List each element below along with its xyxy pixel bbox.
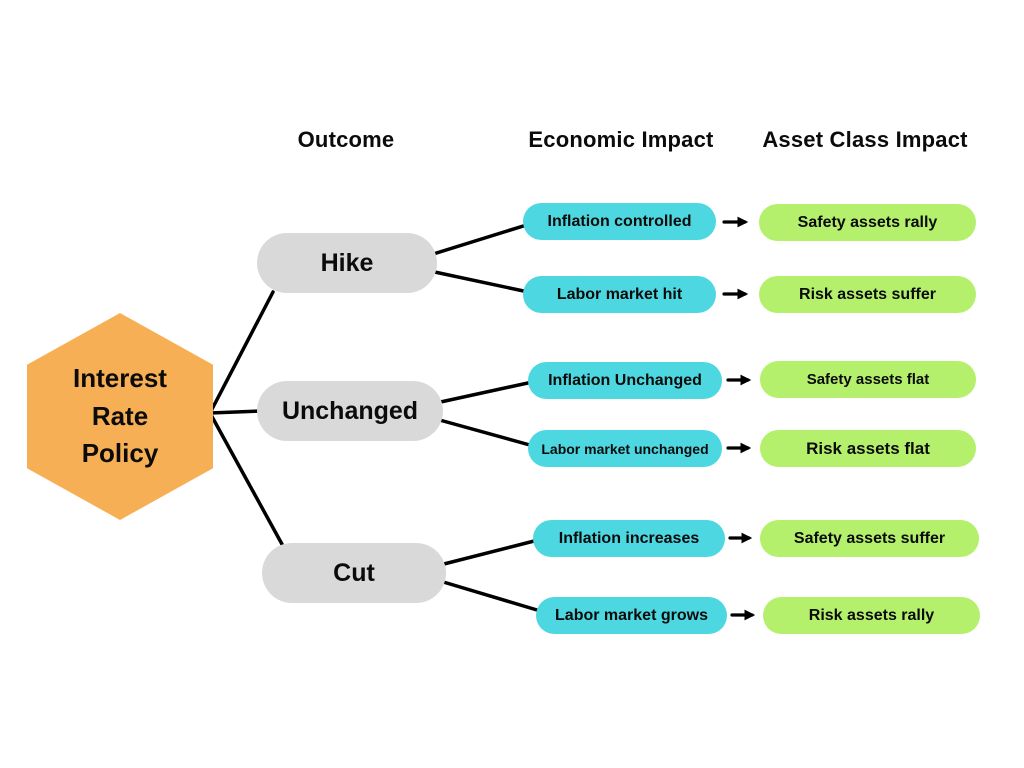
economic-node-inflation-controlled: Inflation controlled xyxy=(523,203,716,240)
economic-node-labor-market-unchanged: Labor market unchanged xyxy=(528,430,722,467)
column-header-economic-impact: Economic Impact xyxy=(528,127,714,152)
connector-line-hike-labor xyxy=(428,269,535,295)
connector-line-unchanged-labor xyxy=(434,417,539,449)
connector-line-cut-inflation xyxy=(438,537,544,567)
connector-line-unchanged-inflation xyxy=(434,379,539,405)
economic-node-inflation-increases: Inflation increases xyxy=(533,520,725,557)
connector-line-hike-inflation xyxy=(428,221,535,257)
economic-node-inflation-unchanged: Inflation Unchanged xyxy=(528,362,722,399)
asset-node-safety-assets-suffer: Safety assets suffer xyxy=(760,520,979,557)
outcome-node-cut: Cut xyxy=(262,543,446,603)
asset-node-risk-assets-rally: Risk assets rally xyxy=(763,597,980,634)
economic-node-labor-market-grows: Labor market grows xyxy=(536,597,727,634)
asset-node-risk-assets-suffer: Risk assets suffer xyxy=(759,276,976,313)
economic-node-labor-market-hit: Labor market hit xyxy=(523,276,716,313)
root-node-interest-rate-policy: Interest Rate Policy xyxy=(27,313,213,520)
outcome-node-hike: Hike xyxy=(257,233,437,293)
connector-line-cut-labor xyxy=(438,579,549,615)
column-header-outcome: Outcome xyxy=(297,127,395,152)
connector-line-root-cut xyxy=(208,411,285,548)
outcome-node-unchanged: Unchanged xyxy=(257,381,443,441)
asset-node-safety-assets-rally: Safety assets rally xyxy=(759,204,976,241)
connector-line-root-unchanged xyxy=(208,409,264,415)
asset-node-safety-assets-flat: Safety assets flat xyxy=(760,361,976,398)
connector-line-root-hike xyxy=(208,290,275,415)
column-header-asset-class-impact: Asset Class Impact xyxy=(762,127,968,152)
asset-node-risk-assets-flat: Risk assets flat xyxy=(760,430,976,467)
